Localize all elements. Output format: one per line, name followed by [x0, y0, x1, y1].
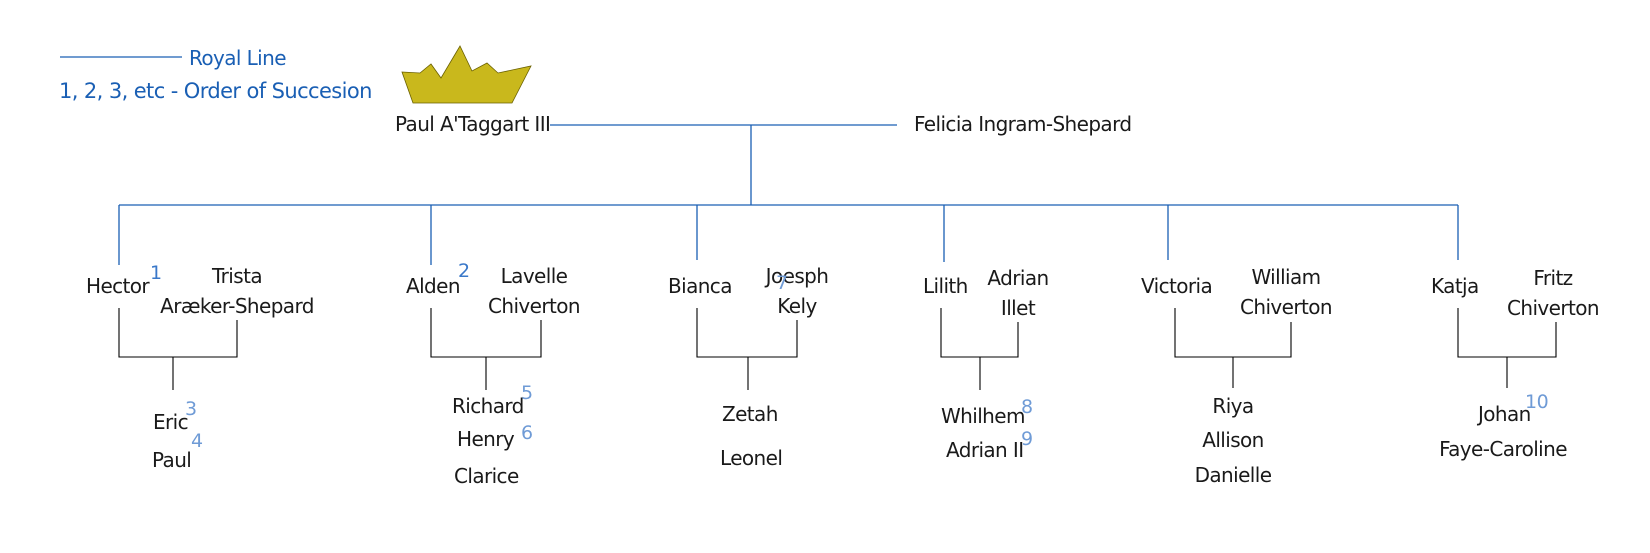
grandchild-name: Allison — [1202, 428, 1264, 452]
royal-child-victoria: Victoria — [1141, 274, 1213, 298]
grandchild-name: Danielle — [1194, 463, 1272, 487]
succession-number: 2 — [458, 260, 470, 282]
legend-order-note: 1, 2, 3, etc - Order of Succesion — [59, 79, 372, 103]
queen-name: Felicia Ingram-Shepard — [914, 112, 1132, 136]
grandchild-name: Leonel — [720, 446, 783, 470]
succession-number: 6 — [521, 422, 533, 444]
succession-number: 5 — [521, 382, 533, 404]
spouse-name: Aræker-Shepard — [160, 294, 314, 318]
grandchild-name: Riya — [1212, 394, 1254, 418]
crown-icon — [401, 45, 532, 104]
family-bracket-victoria — [1174, 308, 1292, 388]
legend-royal-line-label: Royal Line — [189, 46, 287, 70]
spouse-name: Chiverton — [1507, 296, 1600, 320]
family-bracket-alden — [430, 308, 542, 390]
spouse-name: Trista — [212, 264, 263, 288]
spouse-name: Adrian — [987, 266, 1049, 290]
grandchild-name: Eric — [153, 410, 189, 434]
grandchild-name: Richard — [452, 394, 524, 418]
grandchild-name: Henry — [457, 427, 515, 451]
family-bracket-katja — [1457, 308, 1557, 388]
grandchild-name: Paul — [152, 448, 192, 472]
spouse-name: Chiverton — [488, 294, 581, 318]
grandchild-name: Whilhem — [941, 404, 1025, 428]
royal-child-lilith: Lilith — [923, 274, 968, 298]
spouse-name: Illet — [1000, 296, 1036, 320]
family-bracket-hector — [118, 308, 238, 390]
grandchild-name: Clarice — [454, 464, 519, 488]
grandchild-name: Zetah — [722, 402, 778, 426]
spouse-name: Fritz — [1533, 266, 1573, 290]
grandchild-name: Adrian II — [946, 438, 1024, 462]
grandchild-name: Johan — [1478, 402, 1531, 426]
king-name: Paul A'Taggart III — [395, 112, 551, 136]
succession-number: 1 — [150, 262, 162, 284]
spouse-name: Lavelle — [500, 264, 568, 288]
spouse-name: Joesph — [765, 264, 829, 288]
succession-number: 4 — [191, 430, 203, 452]
spouse-name: Kely — [777, 294, 817, 318]
succession-number: 10 — [1525, 391, 1549, 413]
succession-number: 7 — [776, 272, 788, 294]
spouse-name: Chiverton — [1240, 295, 1333, 319]
royal-child-alden: Alden — [406, 274, 461, 298]
family-bracket-lilith — [940, 308, 1019, 390]
succession-number: 3 — [185, 398, 197, 420]
family-bracket-bianca — [696, 308, 798, 390]
royal-child-hector: Hector — [86, 274, 150, 298]
spouse-name: William — [1251, 265, 1321, 289]
royal-child-bianca: Bianca — [668, 274, 732, 298]
succession-number: 8 — [1021, 396, 1033, 418]
royal-child-katja: Katja — [1431, 274, 1479, 298]
succession-number: 9 — [1021, 428, 1033, 450]
grandchild-name: Faye-Caroline — [1439, 437, 1567, 461]
